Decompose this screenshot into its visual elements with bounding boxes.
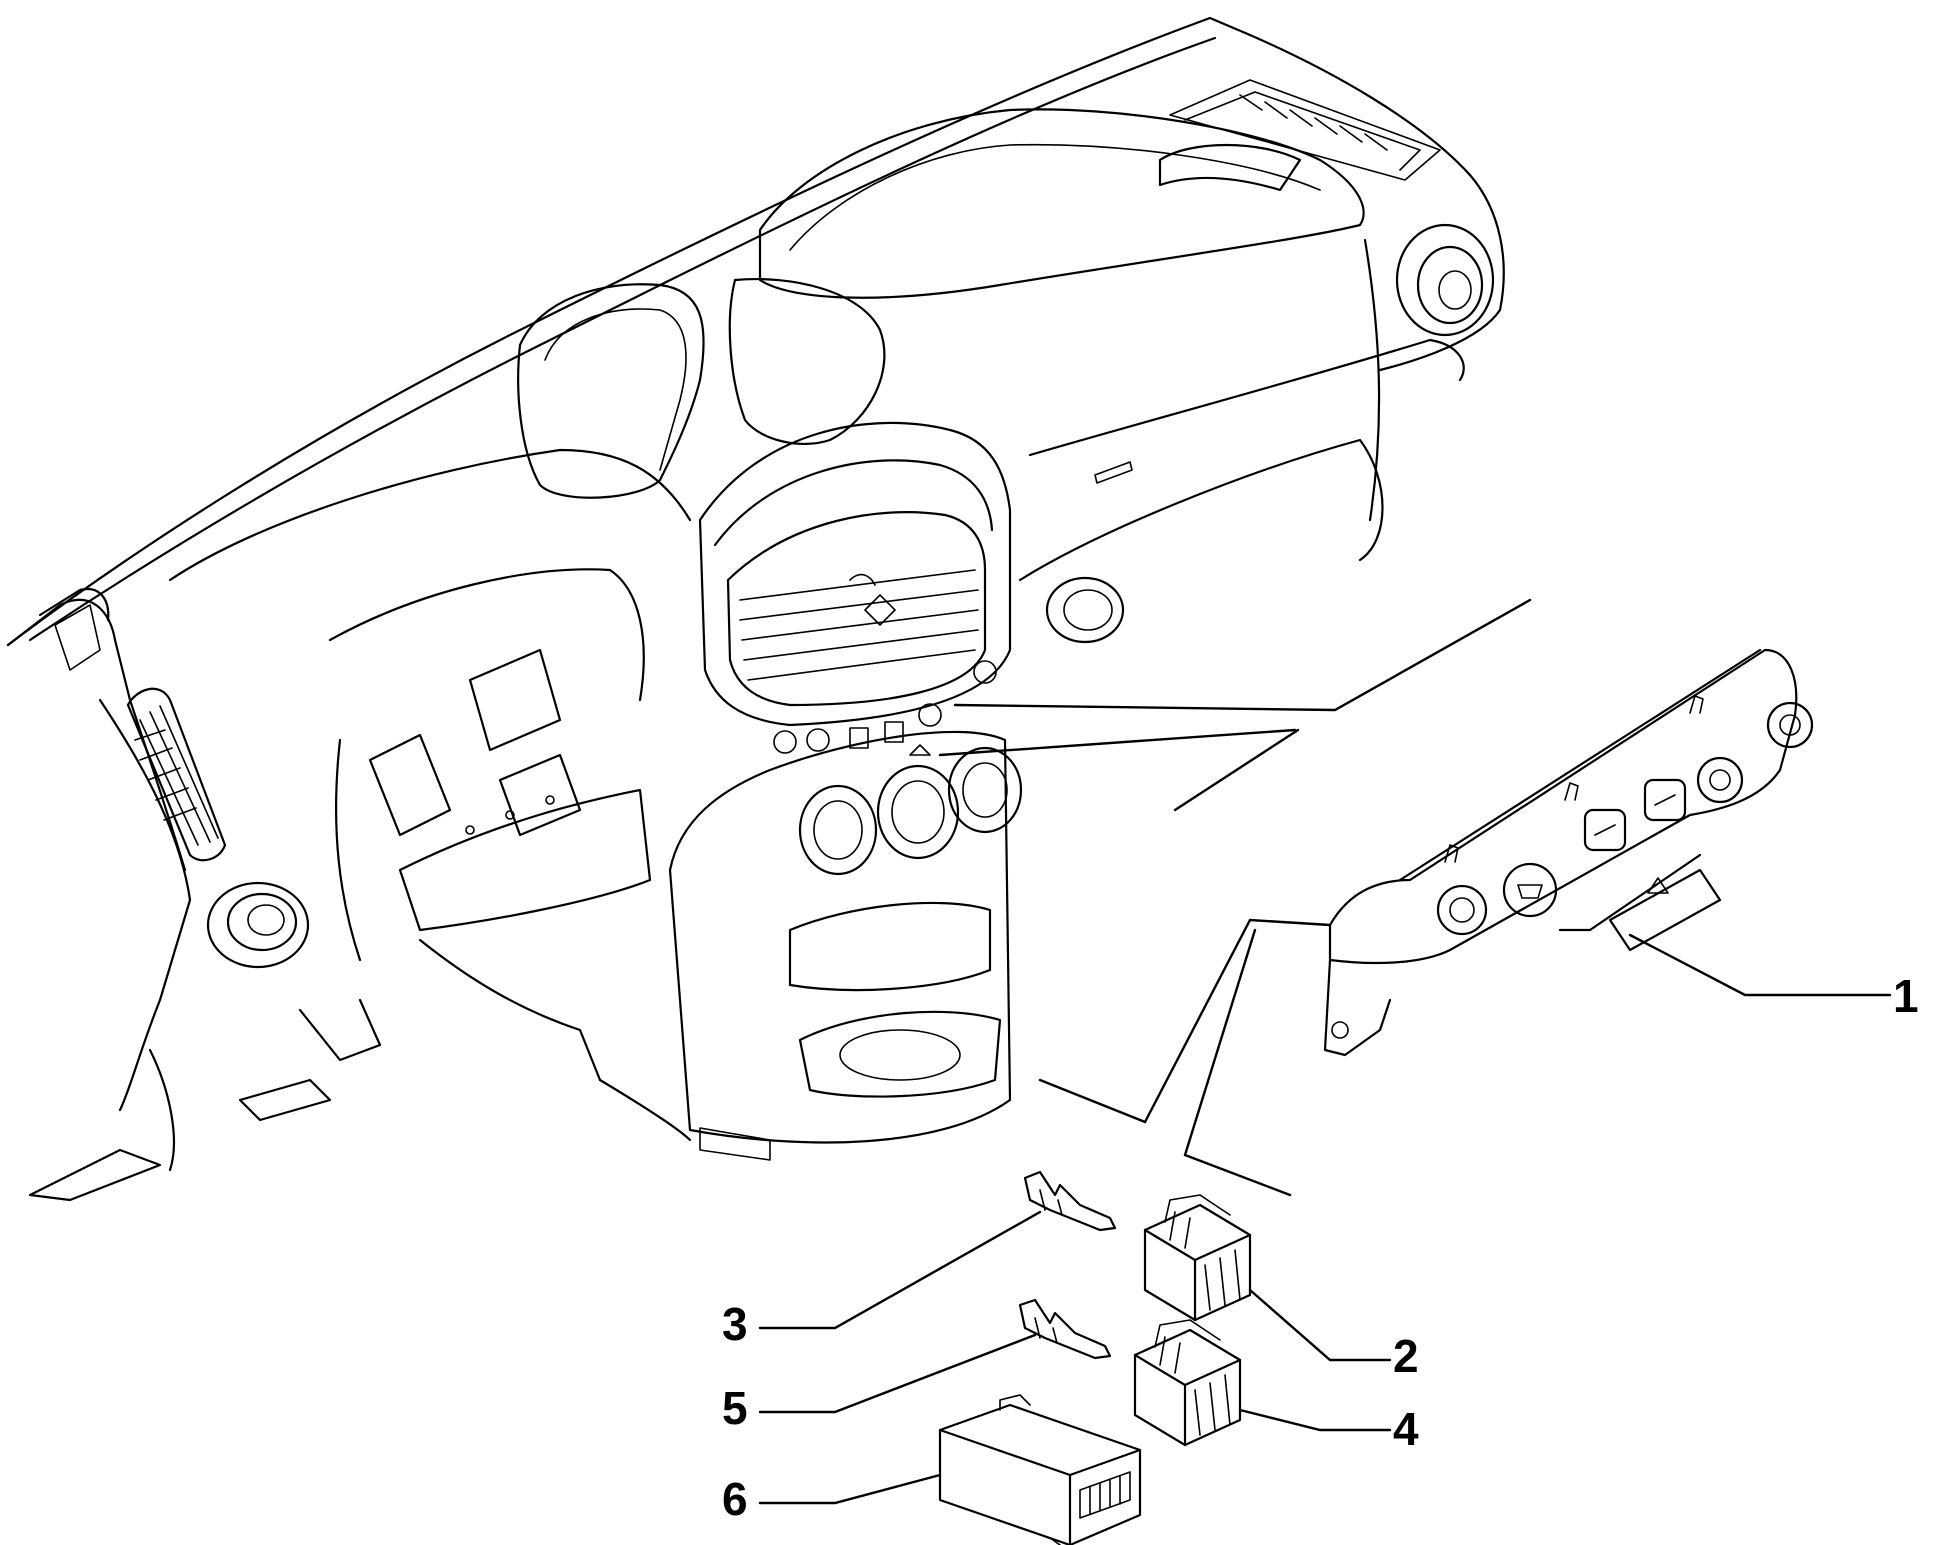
- leader-1-lower: [938, 728, 1300, 812]
- dashboard-assembly: [6, 16, 1505, 1202]
- part-3-terminal: [1023, 1170, 1117, 1232]
- part-6-relay-block: [938, 1394, 1142, 1545]
- leader-4: [1238, 1408, 1392, 1432]
- callout-2: 2: [1393, 1330, 1419, 1382]
- part-1-switch-panel: [1323, 648, 1814, 1057]
- leader-lines: [758, 598, 1892, 1505]
- top-vent-slats: [1239, 94, 1388, 151]
- part-4-connector: [1133, 1319, 1242, 1447]
- callout-5: 5: [722, 1382, 748, 1434]
- leader-connectors-a: [1038, 918, 1332, 1124]
- center-stack: [668, 421, 1023, 1161]
- leader-1-upper: [953, 598, 1532, 712]
- left-vertical-vent: [126, 687, 227, 862]
- leader-5: [758, 1333, 1037, 1414]
- leader-6: [758, 1473, 942, 1505]
- leader-1: [1628, 933, 1892, 997]
- leader-3: [758, 1210, 1042, 1330]
- part-5-terminal: [1018, 1298, 1112, 1360]
- leader-connectors-c: [1183, 1153, 1292, 1197]
- leader-2: [1248, 1288, 1392, 1362]
- part-2-connector: [1143, 1194, 1252, 1322]
- right-round-vent: [1395, 223, 1495, 337]
- leader-connectors-b: [1183, 928, 1257, 1157]
- cluster-frame: [98, 448, 692, 1112]
- left-round-vent: [206, 881, 310, 969]
- callout-6: 6: [722, 1473, 748, 1525]
- callout-3: 3: [722, 1298, 748, 1350]
- callout-4: 4: [1393, 1403, 1419, 1455]
- callout-labels: 1 2 3 4 5 6: [722, 970, 1919, 1525]
- callout-1: 1: [1893, 970, 1919, 1022]
